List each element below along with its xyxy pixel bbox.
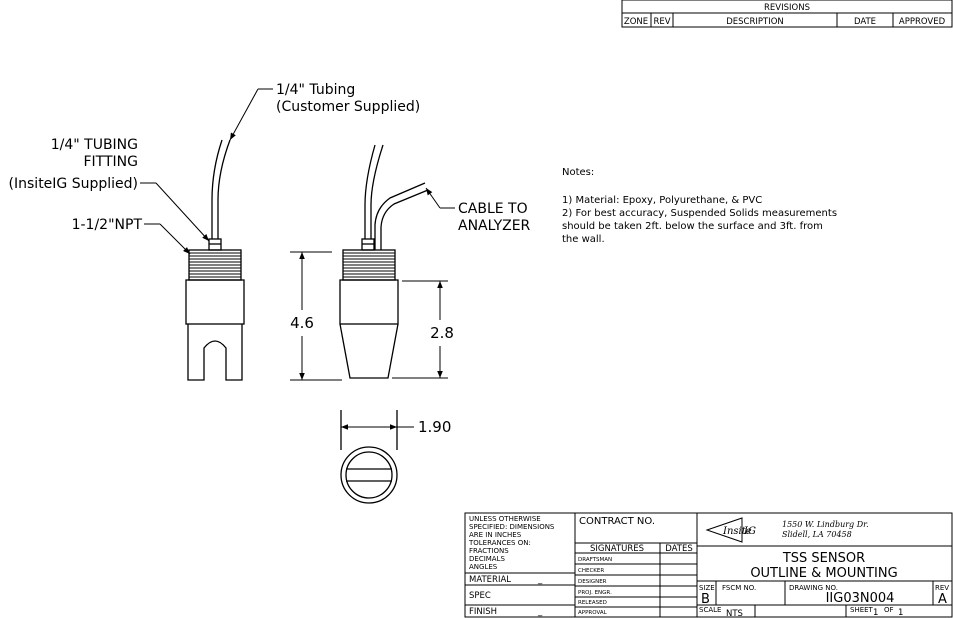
sheet-label: SHEET — [850, 606, 874, 614]
sensor-front-view — [185, 139, 245, 381]
rev-header-zone: ZONE — [624, 17, 648, 27]
drawing-no-value: IIG03N004 — [826, 591, 895, 606]
sig-row-checker: CHECKER — [578, 568, 604, 574]
notes-line-2: 2) For best accuracy, Suspended Solids m… — [562, 208, 837, 219]
tolerance-decimals: DECIMALS — [469, 555, 505, 563]
spec-label: SPEC — [469, 591, 491, 601]
tolerance-fractions: FRACTIONS — [469, 547, 509, 555]
rev-value: A — [938, 592, 947, 607]
drawing-no-label: DRAWING NO. — [789, 584, 838, 592]
drawing-title-line2: OUTLINE & MOUNTING — [750, 566, 897, 581]
rev-header-description: DESCRIPTION — [726, 17, 784, 27]
tolerance-angles: ANGLES — [469, 563, 498, 571]
of-label: OF — [884, 606, 894, 614]
finish-label: FINISH — [469, 607, 497, 617]
rev-header-date: DATE — [854, 17, 876, 27]
dim-overall-height: 4.6 — [290, 314, 314, 332]
of-value: 1 — [898, 608, 903, 618]
tolerance-line-3: ARE IN INCHES — [469, 531, 522, 539]
scale-label: SCALE — [699, 606, 721, 614]
dim-diameter: 1.90 — [418, 418, 451, 436]
sig-row-approval: APPROVAL — [578, 610, 608, 616]
size-label: SIZE — [699, 584, 715, 592]
revisions-title: REVISIONS — [764, 3, 810, 13]
insite-ig-logo: Insite IG — [705, 517, 756, 543]
label-cable-line1: CABLE TO — [458, 201, 528, 217]
company-address-line2: Slidell, LA 70458 — [782, 530, 852, 539]
dimension-lines — [290, 251, 448, 430]
label-fitting-line3: (InsiteIG Supplied) — [9, 176, 138, 192]
sig-row-proj-engr: PROJ. ENGR. — [578, 590, 612, 596]
sig-row-released: RELEASED — [578, 600, 607, 606]
label-tubing-line1: 1/4" Tubing — [276, 82, 355, 98]
dim-body-height: 2.8 — [430, 324, 454, 342]
rev-header-rev: REV — [653, 17, 670, 27]
material-value: _ — [537, 575, 543, 585]
notes-block: Notes: 1) Material: Epoxy, Polyurethane,… — [562, 167, 837, 245]
logo-suffix: IG — [743, 526, 756, 537]
size-value: B — [701, 592, 710, 607]
tolerance-line-2: SPECIFIED: DIMENSIONS — [469, 523, 555, 531]
sensor-side-view — [339, 144, 429, 379]
label-npt: 1-1/2"NPT — [72, 217, 143, 233]
sig-row-draftsman: DRAFTSMAN — [578, 557, 612, 563]
scale-value: NTS — [726, 609, 743, 618]
label-tubing-line2: (Customer Supplied) — [276, 99, 420, 115]
revisions-table — [621, 0, 953, 28]
leader-lines — [140, 88, 455, 255]
tolerance-line-4: TOLERANCES ON: — [468, 539, 531, 547]
sensor-bottom-view — [340, 410, 398, 504]
rev-header-approved: APPROVED — [899, 17, 946, 27]
drawing-title-line1: TSS SENSOR — [782, 551, 865, 566]
fscm-label: FSCM NO. — [722, 584, 756, 592]
logo-text: Insite — [722, 526, 752, 537]
notes-line-3: should be taken 2ft. below the surface a… — [562, 221, 823, 232]
material-label: MATERIAL — [469, 575, 511, 585]
tolerance-line-1: UNLESS OTHERWISE — [469, 515, 541, 523]
finish-value: _ — [537, 607, 543, 617]
notes-heading: Notes: — [562, 167, 594, 178]
company-address-line1: 1550 W. Lindburg Dr. — [782, 520, 869, 529]
dates-header: DATES — [665, 544, 693, 554]
notes-line-1: 1) Material: Epoxy, Polyurethane, & PVC — [562, 195, 762, 206]
title-block-grid — [464, 512, 953, 618]
label-fitting-line2: FITTING — [84, 154, 139, 170]
label-cable-line2: ANALYZER — [458, 218, 531, 234]
notes-line-4: the wall. — [562, 234, 605, 245]
signatures-header: SIGNATURES — [590, 544, 644, 554]
sig-row-designer: DESIGNER — [578, 579, 607, 585]
sheet-value: 1 — [873, 608, 878, 618]
contract-no-label: CONTRACT NO. — [579, 516, 655, 527]
label-fitting-line1: 1/4" TUBING — [51, 137, 138, 153]
rev-label: REV — [935, 584, 949, 592]
